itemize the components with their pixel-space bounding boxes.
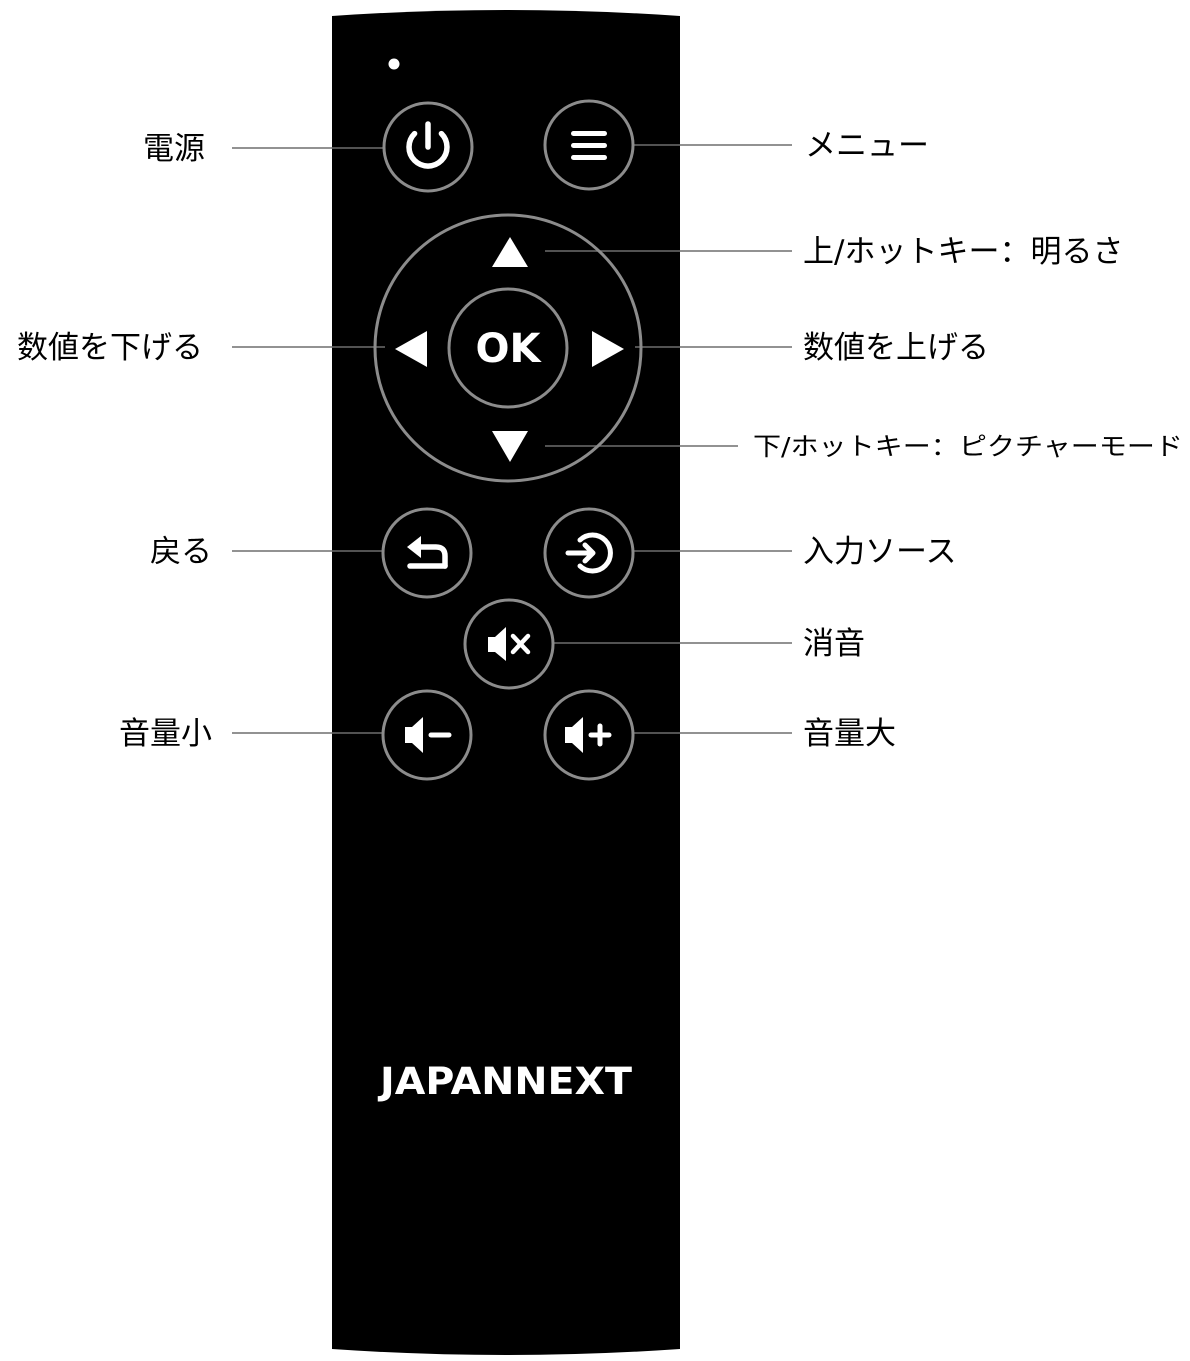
triangle-left-icon [395,331,427,367]
label-power: 電源 [143,131,205,167]
right-button[interactable] [592,331,624,367]
label-vol-up: 音量大 [803,716,896,752]
menu-icon [571,131,607,160]
label-mute: 消音 [803,626,865,662]
leader-lines [232,144,792,734]
return-icon [407,536,448,569]
triangle-right-icon [592,331,624,367]
left-button[interactable] [395,331,427,367]
label-menu: メニュー [805,128,929,164]
menu-button[interactable] [543,99,635,191]
ok-label: OK [476,326,543,372]
down-button[interactable] [492,431,528,462]
speaker-plus-icon [565,717,612,753]
label-left: 数値を下げる [17,330,203,366]
label-right: 数値を上げる [803,330,989,366]
label-down: 下/ホットキー：ピクチャーモード [753,432,1183,461]
input-button[interactable] [543,507,635,599]
label-input: 入力ソース [803,534,956,570]
label-back: 戻る [150,534,212,570]
brand-logo: JAPANNEXT [377,1060,633,1103]
power-button[interactable] [382,101,474,193]
speaker-mute-icon [488,627,531,661]
speaker-minus-icon [405,717,452,753]
vol-up-button[interactable] [543,689,635,781]
back-button[interactable] [381,507,473,599]
input-source-icon [565,532,613,574]
label-up: 上/ホットキー：明るさ [803,234,1123,270]
dpad-ring [373,213,643,483]
power-icon [406,121,450,169]
led-indicator [388,58,400,70]
mute-button[interactable] [463,598,555,690]
up-button[interactable] [492,237,528,267]
triangle-down-icon [492,431,528,462]
triangle-up-icon [492,237,528,267]
ok-button[interactable]: OK [447,287,569,409]
label-vol-down: 音量小 [119,716,212,752]
vol-down-button[interactable] [381,689,473,781]
